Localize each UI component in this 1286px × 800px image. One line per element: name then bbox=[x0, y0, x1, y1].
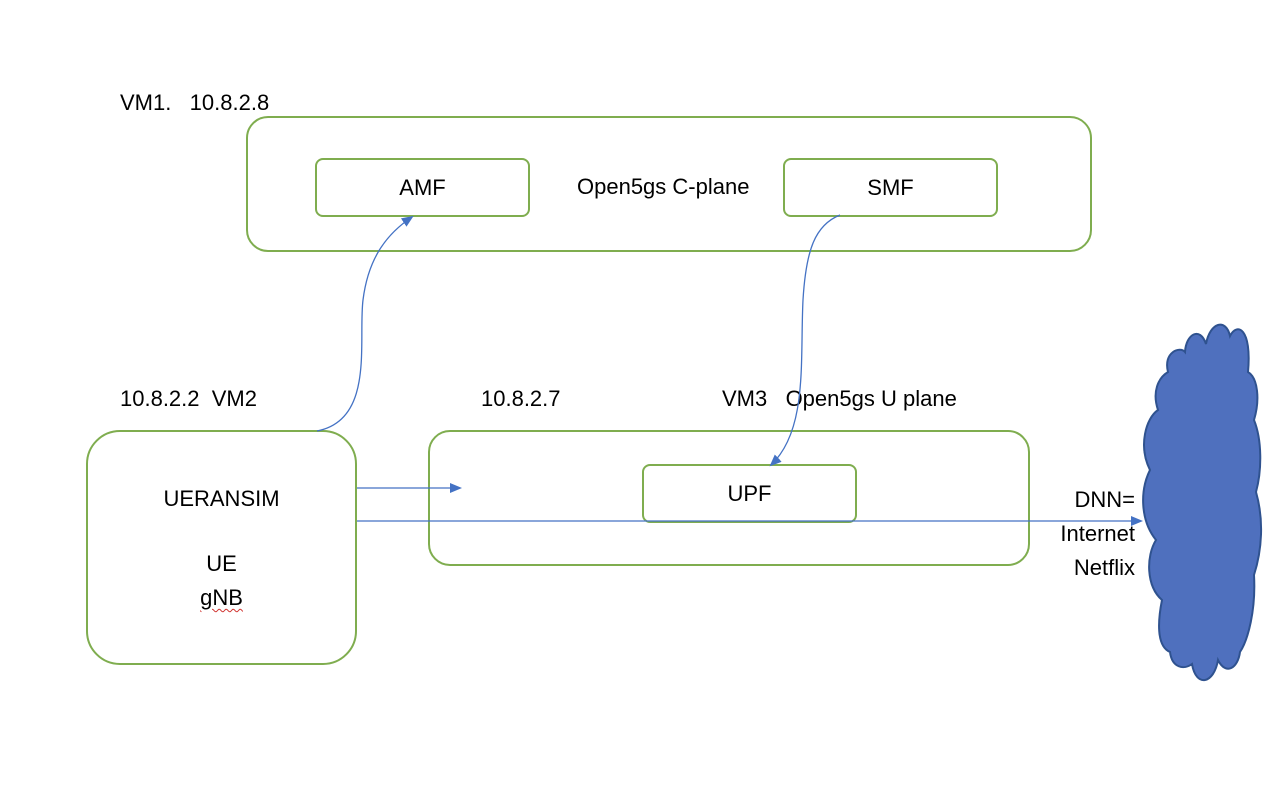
dnn-label: DNN= Internet Netflix bbox=[1030, 483, 1135, 585]
dnn-line-2: Internet bbox=[1060, 521, 1135, 546]
smf-label: SMF bbox=[867, 174, 914, 200]
dnn-line-1: DNN= bbox=[1074, 487, 1135, 512]
amf-label: AMF bbox=[399, 174, 446, 200]
vm2-label: 10.8.2.2 VM2 bbox=[120, 386, 257, 411]
dnn-line-3: Netflix bbox=[1073, 555, 1135, 580]
ue-label: UE bbox=[206, 551, 237, 576]
vm1-label: VM1. 10.8.2.8 bbox=[120, 90, 270, 115]
gnb-label: gNB bbox=[88, 585, 355, 611]
vm2-box: UERANSIM UE gNB bbox=[86, 430, 357, 665]
smf-to-upf-connector bbox=[769, 214, 841, 467]
vm3-box: UPF bbox=[428, 430, 1030, 566]
upf-label: UPF bbox=[727, 480, 772, 506]
amf-box: AMF bbox=[315, 158, 530, 217]
vm1-box: AMF Open5gs C-plane SMF bbox=[246, 116, 1092, 252]
smf-box: SMF bbox=[783, 158, 998, 217]
vm3-label: VM3 Open5gs U plane bbox=[722, 386, 957, 411]
upf-box: UPF bbox=[642, 464, 857, 523]
internet-cloud-icon bbox=[1142, 323, 1263, 682]
gnb-text: gNB bbox=[200, 585, 243, 610]
vm3-ip-label: 10.8.2.7 bbox=[481, 386, 561, 411]
ueransim-label: UERANSIM bbox=[163, 486, 280, 511]
c-plane-title: Open5gs C-plane bbox=[577, 174, 750, 199]
